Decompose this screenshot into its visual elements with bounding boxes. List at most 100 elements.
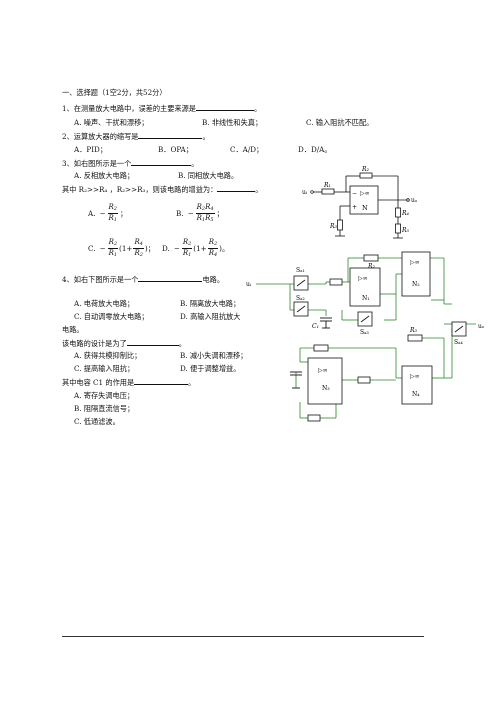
q1-stem-text: 1、在测量放大电路中，误差的主要来源是 [62, 104, 196, 113]
q4-purpose-option-c[interactable]: C. 提高输入阻抗； [74, 364, 135, 373]
q4-option-d[interactable]: D. 高输入阻抗放大 [180, 312, 241, 321]
svg-text:▷∞: ▷∞ [410, 259, 420, 266]
svg-text:R₄: R₄ [401, 210, 410, 217]
fraction-r2r4-over-r1r5: R2R4 R1R5 [195, 203, 215, 223]
svg-text:▷∞: ▷∞ [318, 367, 328, 374]
q3-gain-option-a[interactable]: A. − R2 R1 ； [88, 203, 127, 224]
input-resistor [329, 278, 343, 286]
q4-purpose-stem: 该电路的设计是为了 。 [62, 338, 186, 348]
q4-capacitor-text: 其中电容 C1 的作用是 [62, 378, 135, 387]
op-amp-n2 [401, 251, 431, 297]
close-paren: )。 [219, 243, 230, 253]
q1-option-b[interactable]: B. 非线性和失真； [202, 118, 263, 127]
q4-capacitor-option-a[interactable]: A. 寄存失调电压； [74, 391, 135, 400]
q4-option-d-continued: 电路。 [62, 325, 84, 334]
figure-2-circuit: uᵢ uₒ Sₐ₁ Sₐ₂ Sₐ₃ Sₐ₄ R₂ R₃ C₁ ▷∞ ▷∞ ▷∞ … [246, 251, 485, 422]
q4-capacitor-blank[interactable] [134, 377, 189, 385]
q3-gain-option-d[interactable]: D. − R2 R1 (1+ R2 R4 )。 [162, 238, 229, 259]
question-1-stem: 1、在测量放大电路中，误差的主要来源是 。 [62, 103, 261, 113]
svg-text:▷∞: ▷∞ [410, 373, 420, 380]
svg-text:N₄: N₄ [412, 391, 420, 398]
svg-text:N₂: N₂ [412, 281, 420, 288]
q4-stem-text: 4、如右下图所示是一个 [62, 275, 139, 284]
svg-text:R₃: R₃ [409, 327, 418, 334]
q4-purpose-end: 。 [178, 339, 186, 348]
page-footer-divider [62, 636, 424, 637]
q1-answer-blank[interactable] [195, 103, 254, 111]
svg-text:N₁: N₁ [362, 295, 370, 302]
q2-option-a[interactable]: A．PID； [74, 145, 108, 154]
open-paren: (1+ [193, 244, 207, 253]
q4-capacitor-end: 。 [188, 378, 196, 387]
question-2-stem: 2、运算放大器的缩写是。 [62, 131, 210, 141]
q1-option-c[interactable]: C. 输入阻抗不匹配。 [306, 118, 374, 127]
r4-resistor [395, 207, 401, 218]
r5-resistor [395, 223, 401, 234]
svg-text:R₁: R₁ [323, 182, 331, 189]
question-4-stem: 4、如右下图所示是一个 电路。 [62, 274, 224, 284]
fraction-r2-over-r1: R2 R1 [107, 203, 118, 223]
q3-condition: 其中 R₂>>R₄ ，R₂>>R₃，则该电路的增益为： 。 [62, 184, 262, 194]
svg-text:R₃: R₃ [329, 223, 338, 230]
q3-condition-end: 。 [255, 185, 263, 194]
q3-condition-text: 其中 R₂>>R₄ ，R₂>>R₃，则该电路的增益为： [62, 185, 218, 194]
q4-purpose-option-b[interactable]: B. 减小失调和漂移； [180, 351, 248, 360]
q4-stem-end: 电路。 [202, 275, 225, 284]
figure-1-circuit: uᵢ R₁ R₂ R₃ R₄ R₅ uₒ ▷∞ − + N [302, 166, 418, 239]
r1-resistor [321, 188, 335, 195]
q3-gain-blank[interactable] [217, 184, 256, 192]
q1-option-a[interactable]: A. 噪声、干扰和漂移； [74, 118, 149, 127]
minus-sign: − [99, 244, 106, 253]
q4-purpose-blank[interactable] [126, 338, 179, 346]
svg-text:C₁: C₁ [312, 323, 319, 330]
q2-option-d[interactable]: D．D/A。 [298, 145, 332, 154]
q3-gain-option-c[interactable]: C. − R2 R1 (1+ R4 R2 )； [88, 238, 155, 259]
svg-text:R₅: R₅ [401, 227, 410, 234]
minus-sign: − [99, 209, 106, 218]
svg-text:Sₐ₄: Sₐ₄ [454, 339, 463, 346]
q3-option-b[interactable]: B. 同相放大电路。 [178, 171, 239, 180]
svg-text:uₒ: uₒ [411, 197, 418, 204]
svg-text:Sₐ₁: Sₐ₁ [296, 267, 305, 274]
svg-text:R₂: R₂ [361, 166, 370, 173]
q3-gain-option-b[interactable]: B. − R2R4 R1R5 ； [176, 203, 224, 224]
svg-text:+: + [352, 204, 357, 211]
open-paren: (1+ [119, 244, 133, 253]
q4-capacitor-stem: 其中电容 C1 的作用是 。 [62, 377, 195, 387]
q2-option-c[interactable]: C．A/D； [230, 145, 264, 154]
q3-option-a[interactable]: A. 反相放大电路； [74, 171, 135, 180]
svg-text:−: − [352, 190, 357, 197]
svg-text:uᵢ: uᵢ [246, 281, 252, 288]
op-amp-n4 [401, 365, 433, 405]
q1-stem-end: 。 [253, 104, 262, 113]
q2-stem-end: 。 [202, 132, 210, 141]
gain-option-c-label: C. [88, 244, 96, 253]
q3-answer-blank[interactable] [131, 158, 192, 166]
q4-option-a[interactable]: A. 电荷放大电路； [74, 299, 135, 308]
close-paren: )； [144, 243, 155, 253]
q4-option-b[interactable]: B. 隔离放大电路； [180, 299, 241, 308]
n3-output-resistor [357, 376, 371, 384]
q2-option-b[interactable]: B．OPA； [158, 145, 193, 154]
q4-purpose-text: 该电路的设计是为了 [62, 339, 127, 348]
fraction-r2-over-r1: R2 R1 [107, 238, 119, 258]
r2-resistor [363, 254, 379, 262]
r3-resistor [407, 334, 423, 342]
q4-answer-blank[interactable] [138, 274, 203, 282]
semicolon: ； [119, 208, 128, 218]
section-title: 一、选择题（1空2分，共52分） [62, 88, 167, 97]
svg-text:N: N [362, 204, 368, 212]
q4-capacitor-option-b[interactable]: B. 阻隔直流信号； [74, 404, 135, 413]
q4-option-c[interactable]: C. 自动调零放大电路； [74, 312, 149, 321]
svg-text:▷∞: ▷∞ [360, 190, 370, 197]
fraction-r4-over-r2: R4 R2 [133, 238, 144, 258]
q4-capacitor-option-c[interactable]: C. 低通滤波。 [74, 417, 120, 426]
op-amp-n [349, 185, 379, 215]
q4-purpose-option-a[interactable]: A. 获得共模抑制比； [74, 351, 142, 360]
svg-text:N₃: N₃ [322, 385, 330, 392]
svg-text:uₒ: uₒ [478, 323, 485, 330]
svg-text:uᵢ: uᵢ [302, 189, 308, 196]
svg-text:Sₐ₃: Sₐ₃ [360, 329, 369, 336]
q4-purpose-option-d[interactable]: D. 便于调整增益。 [180, 364, 241, 373]
q2-answer-blank[interactable] [138, 131, 203, 139]
